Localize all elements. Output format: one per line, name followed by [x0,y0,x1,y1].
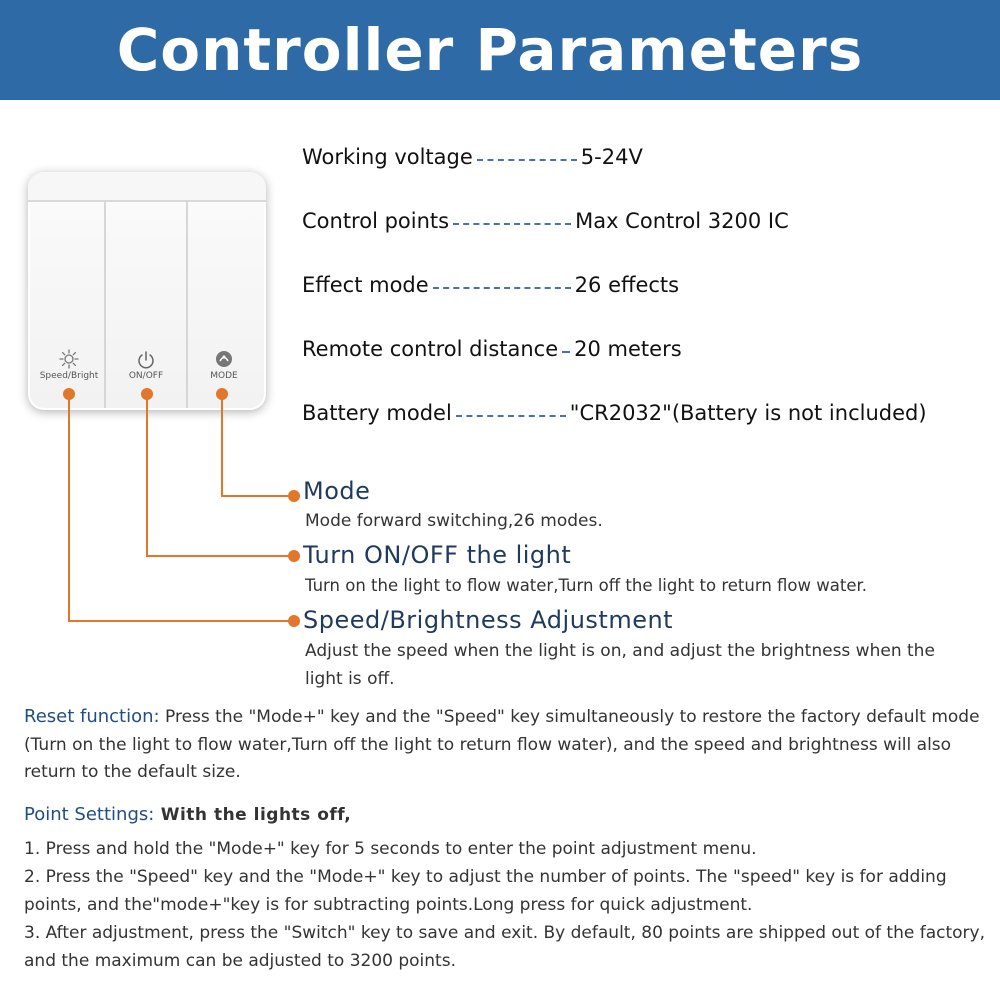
key-label-onoff: ON/OFF [128,371,164,381]
switch-divider [104,202,106,408]
callout-title-mode: Mode [303,477,371,505]
param-remote-distance: Remote control distance 20 meters [302,334,682,364]
key-label-speed: Speed/Bright [39,371,99,381]
dash-leader [455,415,566,417]
title-banner: Controller Parameters [0,0,1000,100]
point-settings-heading: Point Settings: [24,804,155,825]
param-label: Working voltage [302,145,473,169]
param-label: Battery model [302,401,452,425]
param-effect-mode: Effect mode 26 effects [302,270,679,300]
param-value: Max Control 3200 IC [575,209,789,233]
sun-icon [58,348,80,370]
dot-callout-mode [288,490,300,502]
param-value: "CR2032"(Battery is not included) [569,401,927,425]
callout-title-speed: Speed/Brightness Adjustment [303,606,674,634]
callout-desc-speed: Adjust the speed when the light is on, a… [305,641,935,689]
param-label: Remote control distance [302,337,559,361]
param-label: Effect mode [302,273,429,297]
point-step-3: 3. After adjustment, press the "Switch" … [24,923,986,971]
connector-speed [68,394,292,622]
switch-key-onoff [106,202,186,408]
dot-callout-speed [288,615,300,627]
param-value: 5-24V [580,145,643,169]
param-battery-model: Battery model "CR2032"(Battery is not in… [302,398,927,428]
param-value: 20 meters [574,337,682,361]
param-value: 26 effects [574,273,680,297]
param-label: Control points [302,209,450,233]
callout-desc-mode: Mode forward switching,26 modes. [305,511,603,531]
reset-function: Reset function: Press the "Mode+" key an… [24,703,989,787]
dash-leader [476,159,577,161]
reset-text: Press the "Mode+" key and the "Speed" ke… [24,707,980,782]
param-control-points: Control points Max Control 3200 IC [302,206,789,236]
point-step-2: 2. Press the "Speed" key and the "Mode+"… [24,867,947,915]
switch-key-speed [30,202,104,408]
dash-leader [432,287,571,289]
page-title: Controller Parameters [116,16,864,84]
point-settings-subheading: With the lights off, [154,805,352,825]
switch-divider [186,202,188,408]
dot-callout-onoff [288,550,300,562]
point-step-1: 1. Press and hold the "Mode+" key for 5 … [24,839,757,859]
key-label-mode: MODE [210,371,238,381]
power-icon [135,349,157,371]
dot-mode [216,388,228,400]
switch-top-bar [28,172,266,202]
point-settings: Point Settings: With the lights off, [24,801,989,830]
param-working-voltage: Working voltage 5-24V [302,142,643,172]
dash-leader [453,223,572,225]
connector-onoff [146,394,292,557]
callout-desc-onoff: Turn on the light to flow water,Turn off… [305,576,867,595]
switch-key-mode [188,202,264,408]
dot-speed [63,388,75,400]
mode-icon [213,348,235,370]
dot-onoff [141,388,153,400]
dash-leader [562,351,571,353]
callout-title-onoff: Turn ON/OFF the light [303,541,572,569]
reset-heading: Reset function: [24,706,160,727]
